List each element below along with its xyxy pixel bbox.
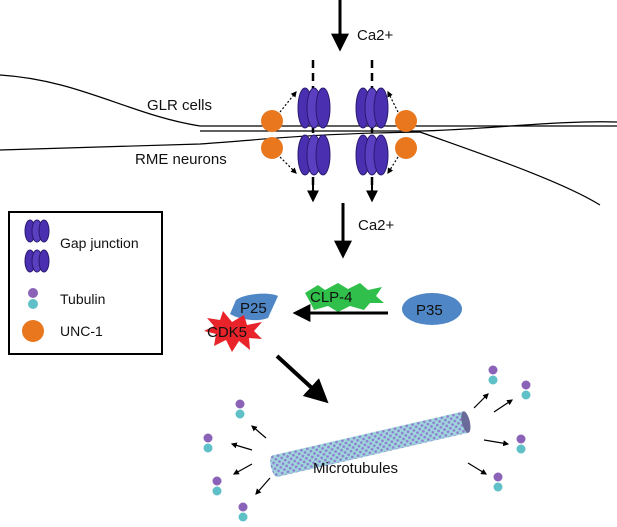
unc1-arrow <box>387 156 399 175</box>
rme-membrane <box>0 131 601 206</box>
unc1-arrow <box>279 91 297 113</box>
unc1-bottom-right <box>395 137 417 159</box>
cdk5-to-microtubule-arrow <box>275 354 329 404</box>
tubulin-dimer <box>235 399 245 419</box>
legend: Gap junction Tubulin UNC-1 <box>8 211 163 355</box>
tubulin-dimer <box>493 472 503 492</box>
tubulin-dimer <box>238 502 248 522</box>
legend-unc1-icon <box>22 320 44 342</box>
unc1-top-right <box>395 110 417 132</box>
cdk5-shape <box>204 311 262 352</box>
tubulin-dimer <box>203 433 213 453</box>
legend-tubulin-icon <box>28 288 38 309</box>
p35-shape <box>402 293 462 325</box>
tubulin-arrows <box>230 393 513 495</box>
unc1-arrow <box>387 90 399 113</box>
cdk5-label: CDK5 <box>207 324 247 341</box>
clp4-label: CLP-4 <box>310 289 353 306</box>
tubulin-dimer <box>212 476 222 496</box>
tubulin-dimer <box>488 365 498 385</box>
gap-junction-left <box>297 60 331 203</box>
clp4-shape: CLP-4 <box>305 283 384 312</box>
p25-shape <box>230 293 278 321</box>
microtubules-label: Microtubules <box>313 460 398 477</box>
ca-label-top: Ca2+ <box>357 27 394 44</box>
microtubule <box>270 411 471 477</box>
ca-label-mid: Ca2+ <box>358 217 395 234</box>
legend-gap-junction-label: Gap junction <box>60 235 139 251</box>
legend-tubulin-label: Tubulin <box>60 291 105 307</box>
membrane-line-2 <box>200 121 617 132</box>
glr-cells-label: GLR cells <box>147 97 212 114</box>
gap-junction-right <box>355 60 389 203</box>
p35-label: P35 <box>416 302 443 319</box>
tubulin-dimers <box>203 365 531 522</box>
legend-unc1-label: UNC-1 <box>60 323 103 339</box>
p25-label: P25 <box>240 300 267 317</box>
legend-gap-junction-icon <box>24 219 50 273</box>
glr-membrane <box>0 74 617 127</box>
unc1-top-left <box>261 110 283 132</box>
unc1-arrow <box>279 156 297 174</box>
rme-neurons-label: RME neurons <box>135 151 227 168</box>
tubulin-dimer <box>521 380 531 400</box>
tubulin-dimer <box>516 434 526 454</box>
unc1-bottom-left <box>261 137 283 159</box>
